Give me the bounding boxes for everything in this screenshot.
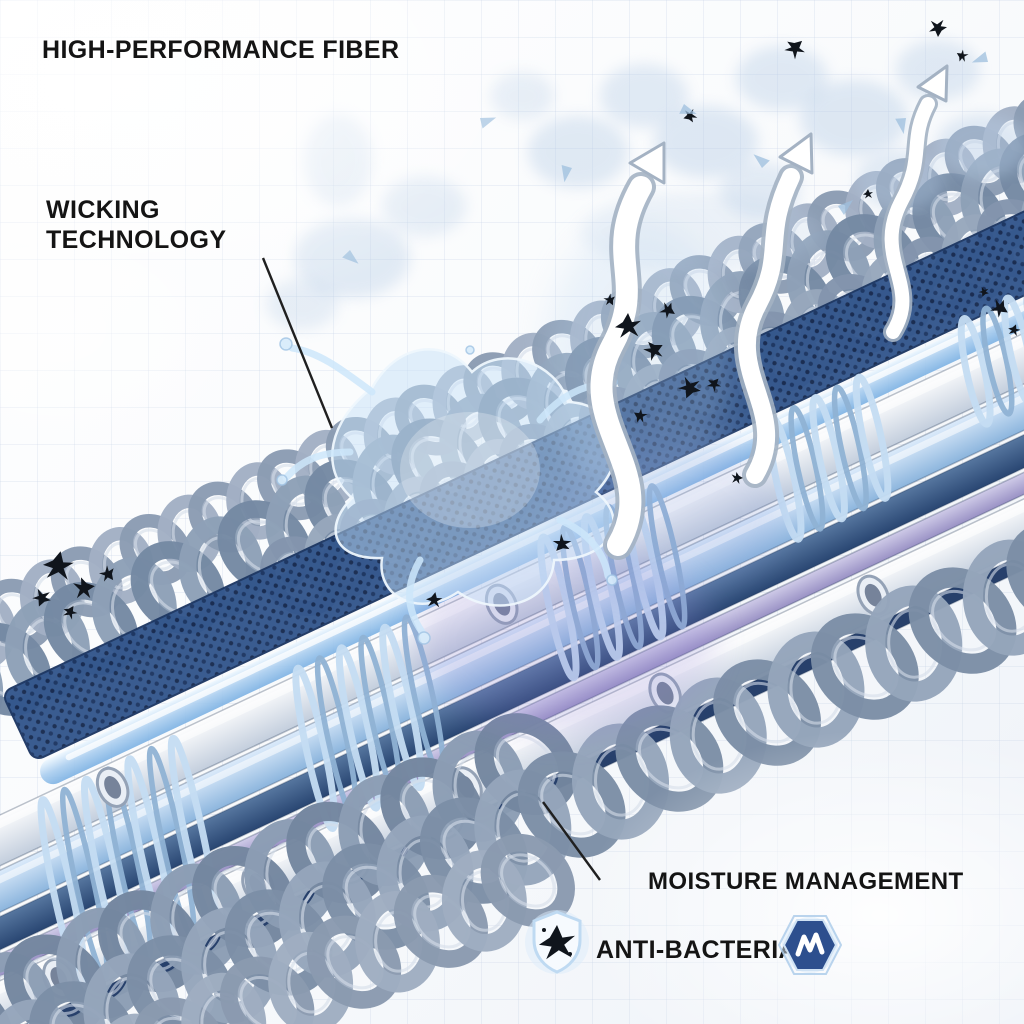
bacteria-dot: [542, 928, 546, 932]
glow-layer: [415, 220, 785, 735]
wicking-label-line2: TECHNOLOGY: [46, 225, 227, 254]
badge-mark: [795, 932, 825, 957]
evaporation-glow: [545, 220, 735, 500]
wicking-label: WICKING TECHNOLOGY: [46, 196, 226, 255]
evaporation-arrow: [881, 64, 949, 342]
protection-hexagon-icon: [778, 915, 842, 975]
bacteria-particles: [32, 19, 1021, 620]
wicking-label-line1: WICKING: [46, 196, 160, 224]
splash-highlight: [400, 412, 540, 528]
antibacterial-label: ANTI-BACTERIAL: [596, 936, 813, 964]
anti-bacterial-shield-icon: [525, 910, 589, 974]
leader-lines: [261, 257, 601, 881]
evaporation-arrow: [733, 132, 814, 488]
title-label: HIGH-PERFORMANCE FIBER: [42, 36, 400, 64]
water-splash: [276, 337, 618, 645]
bacteria-dot: [568, 952, 572, 956]
bacteria-glyph: [539, 925, 575, 960]
hexagon-outline: [778, 915, 842, 975]
evaporation-arrows: [586, 64, 949, 560]
wicking-leader-line: [261, 257, 334, 429]
moisture-label: MOISTURE MANAGEMENT: [648, 868, 964, 895]
moisture-leader-line: [542, 801, 601, 881]
evaporation-arrow: [586, 141, 666, 560]
